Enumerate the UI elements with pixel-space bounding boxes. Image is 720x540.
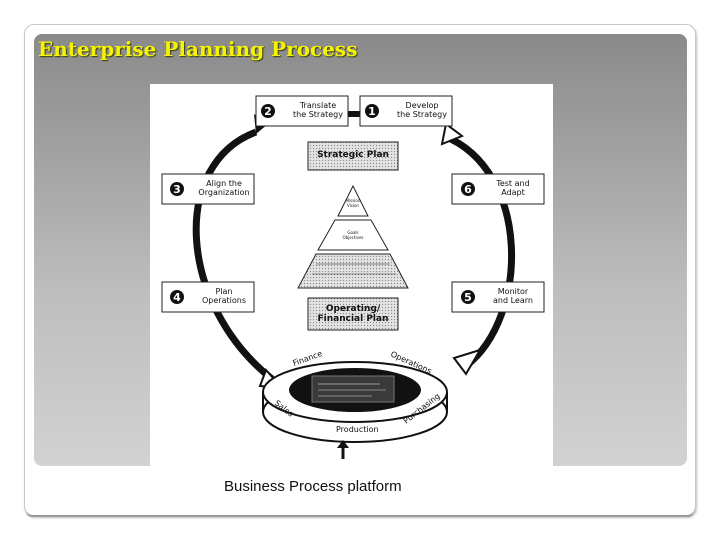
step-box-1 <box>359 95 453 127</box>
step-number-1: 1 <box>368 105 376 118</box>
platform-screen <box>311 375 395 403</box>
step-box-5 <box>451 281 545 313</box>
ring-label-production: Production <box>336 425 379 434</box>
step-number-6: 6 <box>464 183 472 196</box>
strategic-plan-label: Strategic Plan <box>317 150 389 160</box>
pyramid-middle <box>317 219 389 251</box>
step-label-2: Translate the Strategy <box>293 101 343 119</box>
step-label-3: Align the Organization <box>198 179 250 197</box>
step-label-4: Plan Operations <box>202 287 246 305</box>
step-label-6: Test and Adapt <box>496 179 530 197</box>
pyramid-top <box>337 184 369 217</box>
step-number-2: 2 <box>264 105 272 118</box>
step-label-5: Monitor and Learn <box>493 287 533 305</box>
slide-bottom-rule <box>26 511 694 517</box>
step-number-5: 5 <box>464 291 472 304</box>
pyramid-middle-label: Goals Objectives <box>342 230 364 240</box>
operating-plan-box <box>307 297 399 331</box>
diagram-caption: Business Process platform <box>224 478 402 495</box>
pyramid-top-label: Mission Vision <box>345 198 361 208</box>
step-label-1: Develop the Strategy <box>397 101 447 119</box>
cycle-loop-right <box>442 132 515 369</box>
pyramid-base <box>297 253 409 289</box>
step-number-4: 4 <box>173 291 181 304</box>
enterprise-planning-diagram: 2 1 3 6 4 5 Finance Operations Purchasin… <box>150 84 553 466</box>
diagram-graphic: 2 1 3 6 4 5 Finance Operations Purchasin… <box>161 95 545 459</box>
arrow-head-bottom-right <box>452 348 483 376</box>
slide-title: Enterprise Planning Process <box>38 37 358 61</box>
arrow-head-right <box>440 122 465 146</box>
operating-plan-label: Operating/ Financial Plan <box>317 304 389 324</box>
cycle-loop <box>192 128 275 382</box>
step-box-2 <box>255 95 349 127</box>
platform-arrow-head <box>337 440 349 448</box>
step-number-3: 3 <box>173 183 181 196</box>
strategic-plan-box <box>307 141 399 171</box>
